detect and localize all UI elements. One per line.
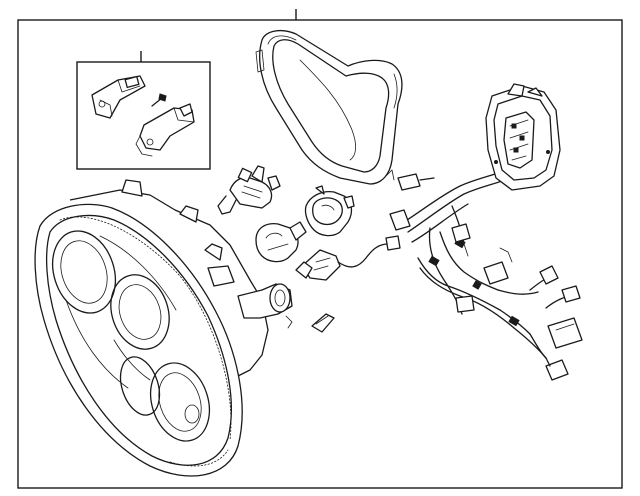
park-lamp-bulb <box>255 221 307 263</box>
wiring-harness <box>389 169 583 381</box>
harness-connector-frame <box>485 83 561 191</box>
headlamp-housing <box>34 179 293 477</box>
repair-kit-inset <box>76 61 211 170</box>
housing-seal-gasket <box>255 29 403 185</box>
repair-tab-lower <box>135 103 195 157</box>
diagram-frame <box>17 19 623 489</box>
small-wedge-bulb <box>311 313 335 333</box>
repair-tab-upper <box>91 75 146 119</box>
repair-screw <box>151 93 167 107</box>
side-marker-bulb <box>295 235 401 281</box>
headlamp-bulb <box>217 165 281 215</box>
bulb-socket <box>304 185 355 237</box>
